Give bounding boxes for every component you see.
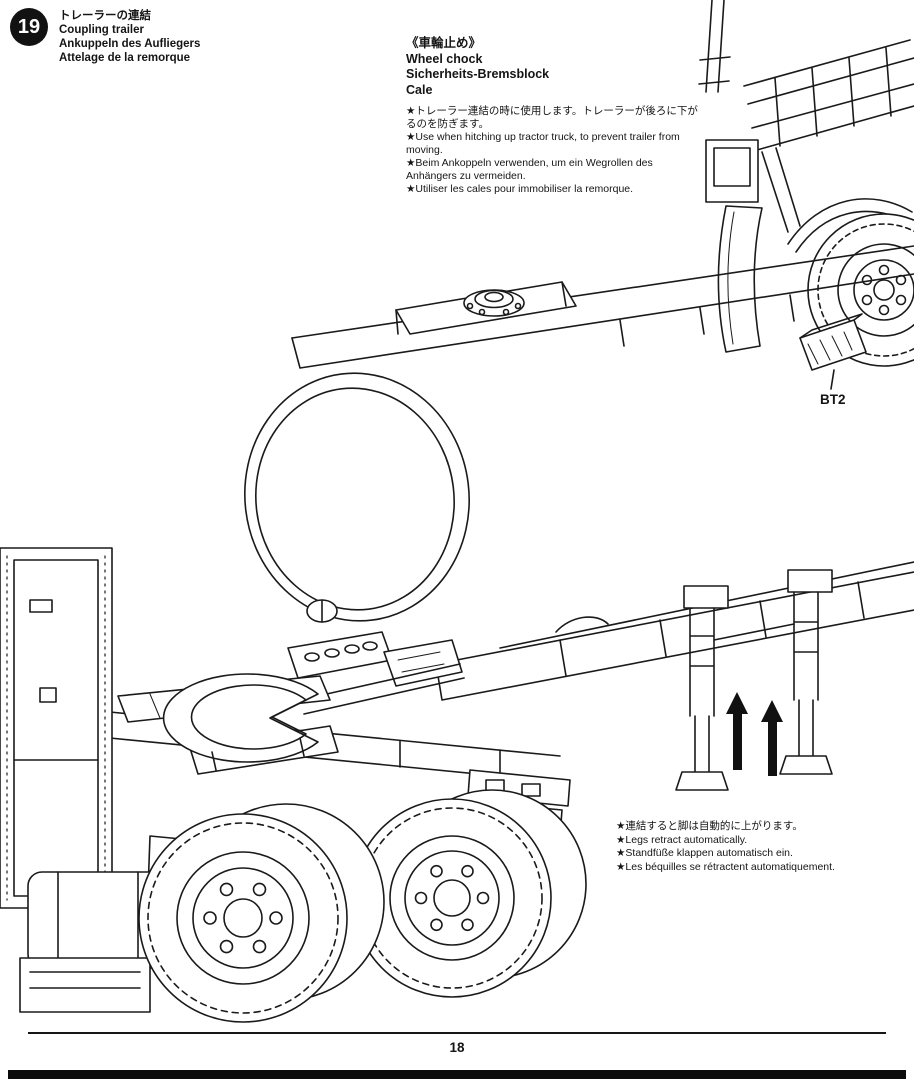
legs-note-ja: ★連結すると脚は自動的に上がります。 bbox=[616, 820, 803, 832]
legs-note-de: ★Standfüße klappen automatisch ein. bbox=[616, 847, 793, 859]
step-number: 19 bbox=[17, 15, 41, 38]
rear-wheels bbox=[138, 789, 587, 1023]
step-titles: トレーラーの連結 Coupling trailer Ankuppeln des … bbox=[59, 8, 200, 65]
landing-gear bbox=[675, 569, 833, 791]
wheel-chock-note-de: ★Beim Ankoppeln verwenden, um ein Wegrol… bbox=[406, 157, 653, 182]
wheel-chock-heading-fr: Cale bbox=[406, 82, 433, 97]
page-number: 18 bbox=[449, 1040, 465, 1055]
wheel-chock-notes: ★トレーラー連結の時に使用します。トレーラーが後ろに下がるのを防ぎます。 ★Us… bbox=[406, 105, 704, 196]
trailer-upper-beam bbox=[291, 245, 914, 369]
trailer-frame bbox=[435, 561, 914, 701]
tank-mount-box bbox=[395, 281, 577, 335]
kingpin-coupler bbox=[299, 639, 465, 715]
fifth-wheel bbox=[162, 673, 339, 775]
truck-cab-back bbox=[0, 547, 113, 909]
wheel-chock-heading-de: Sicherheits-Bremsblock bbox=[406, 67, 550, 81]
step-title-de: Ankuppeln des Aufliegers bbox=[59, 38, 201, 50]
step-header: 19 トレーラーの連結 Coupling trailer Ankuppeln d… bbox=[10, 8, 200, 65]
tank-disc bbox=[244, 372, 470, 623]
wheel-chock-note-fr: ★Utiliser les cales pour immobiliser la … bbox=[406, 183, 634, 195]
bottom-edge-bar bbox=[8, 1070, 906, 1079]
wheel-chock-part bbox=[799, 313, 867, 371]
wheel-chock-heading-ja: 《車輪止め》 bbox=[406, 36, 482, 50]
legs-retract-notes: ★連結すると脚は自動的に上がります。 ★Legs retract automat… bbox=[616, 820, 912, 874]
wheel-chock-heading-en: Wheel chock bbox=[406, 51, 483, 66]
legs-note-fr: ★Les béquilles se rétractent automatique… bbox=[616, 860, 835, 873]
step-title-fr: Attelage de la remorque bbox=[59, 52, 191, 64]
wheel-chock-illustration bbox=[698, 0, 914, 390]
bt2-leader-line bbox=[830, 369, 835, 390]
retract-arrow-icon bbox=[726, 692, 748, 770]
wheel-chock-headings: 《車輪止め》 Wheel chock Sicherheits-Bremsbloc… bbox=[406, 36, 704, 98]
retract-arrow-icon bbox=[761, 700, 783, 776]
wheel-chock-text-block: 《車輪止め》 Wheel chock Sicherheits-Bremsbloc… bbox=[406, 36, 704, 196]
legs-note-en: ★Legs retract automatically. bbox=[616, 833, 748, 846]
slotted-plate bbox=[287, 631, 393, 679]
main-illustration bbox=[0, 245, 914, 1023]
step-title-en: Coupling trailer bbox=[59, 24, 144, 36]
footer-divider bbox=[28, 1032, 886, 1034]
mud-flap bbox=[717, 205, 763, 353]
part-label-bt2: BT2 bbox=[820, 392, 846, 407]
wheel-chock-note-ja: ★トレーラー連結の時に使用します。トレーラーが後ろに下がるのを防ぎます。 bbox=[406, 105, 698, 130]
wheel-chock-note-en: ★Use when hitching up tractor truck, to … bbox=[406, 131, 680, 156]
step-title-ja: トレーラーの連結 bbox=[59, 10, 151, 22]
step-number-badge: 19 bbox=[10, 8, 48, 46]
retract-arrow-icons bbox=[726, 692, 783, 776]
